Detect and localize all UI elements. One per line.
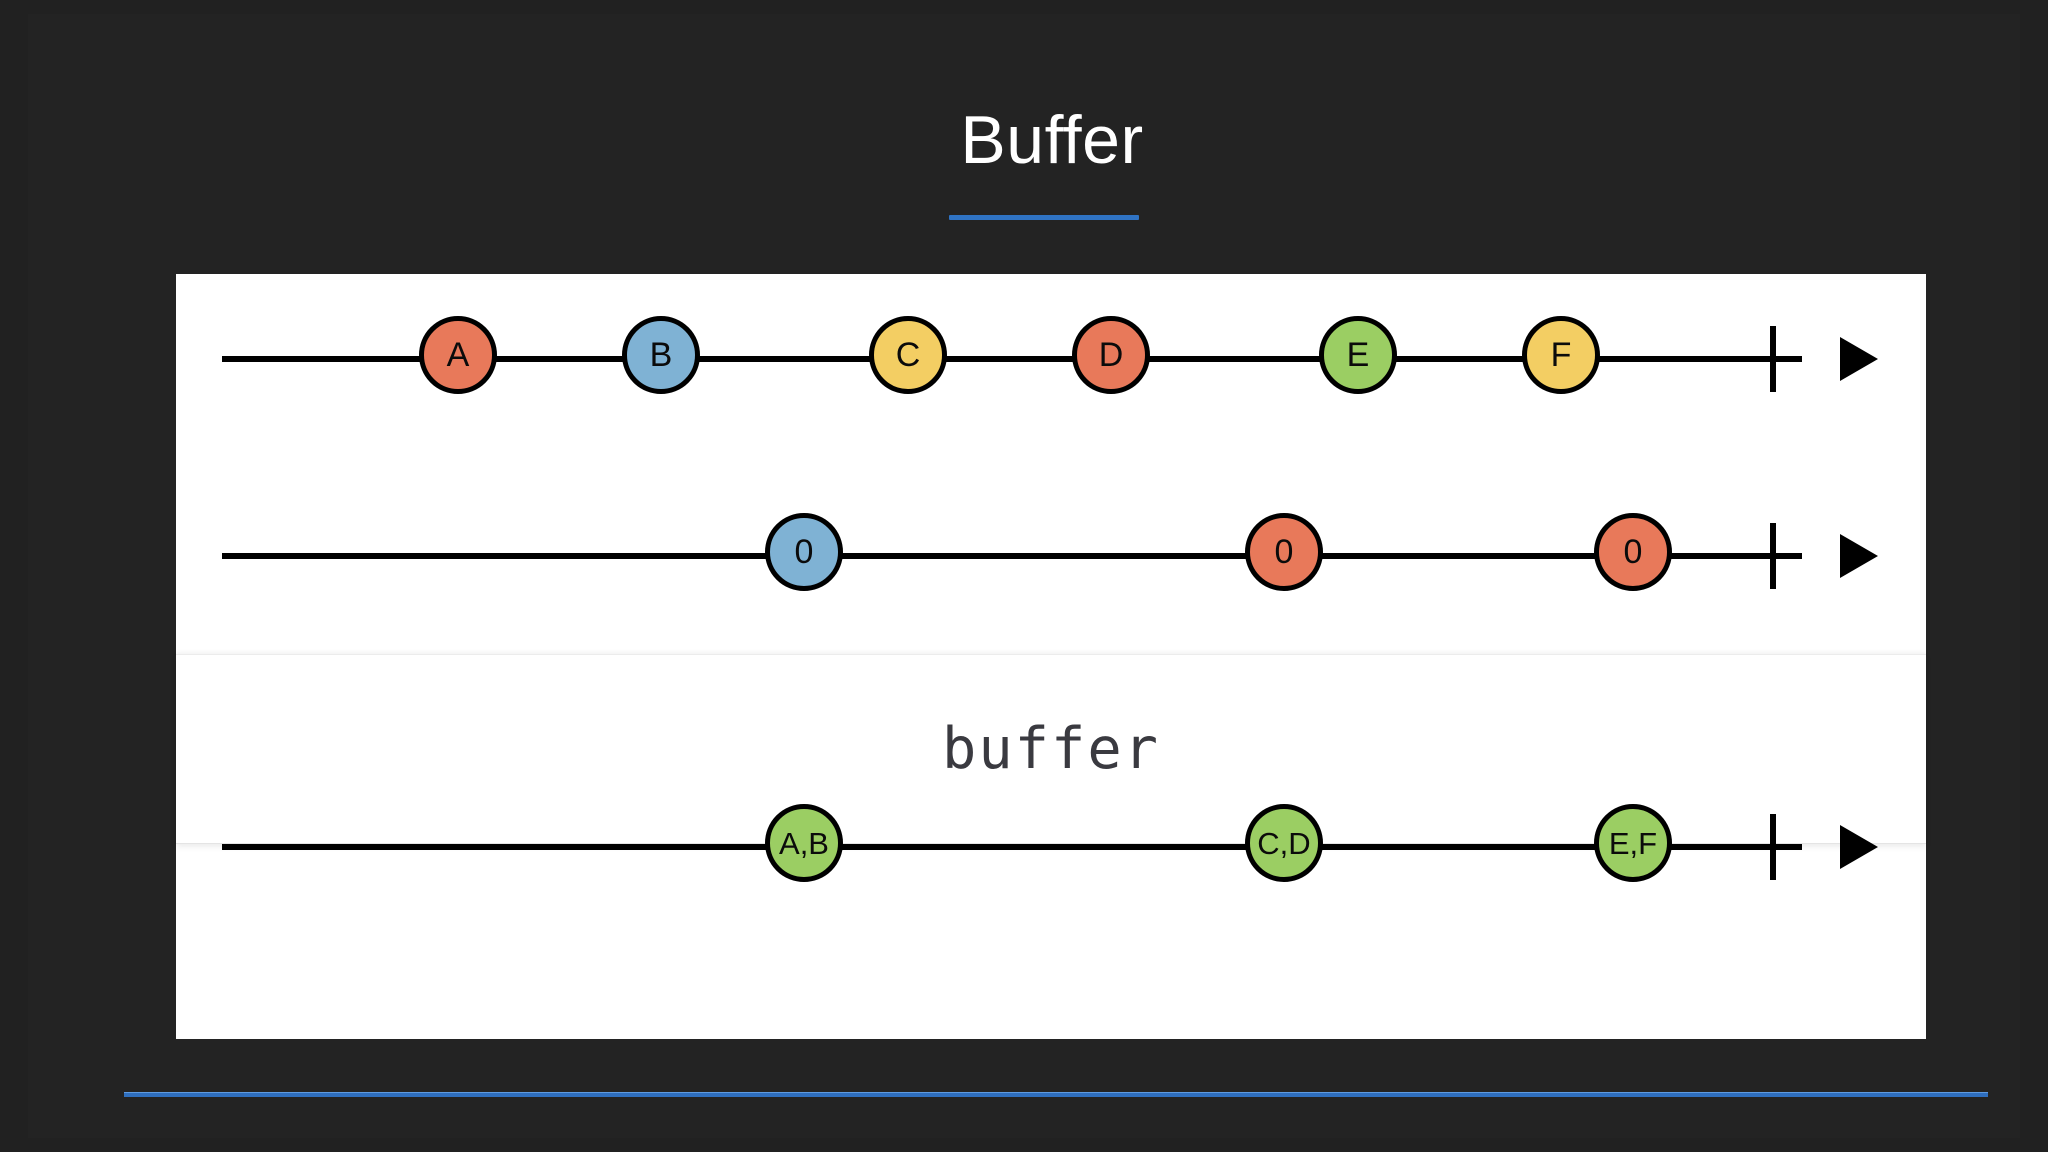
arrow-head-icon xyxy=(1840,825,1878,869)
marble-label: D xyxy=(1098,336,1124,374)
marble-output-cd[interactable]: C,D xyxy=(1245,804,1323,882)
marble-output-ab[interactable]: A,B xyxy=(765,804,843,882)
timeline-axis-line xyxy=(222,553,1802,559)
footer-rule xyxy=(124,1092,1988,1097)
marble-a[interactable]: A xyxy=(419,316,497,394)
marble-diagram-panel: A B C D E F 0 0 0 xyxy=(176,274,1926,1039)
marble-label: E xyxy=(1346,336,1370,374)
timeline-axis-line xyxy=(222,844,1802,850)
arrow-head-icon xyxy=(1840,534,1878,578)
marble-label: C xyxy=(895,336,921,374)
operator-label: buffer xyxy=(942,716,1160,782)
marble-label: 0 xyxy=(1623,533,1643,571)
completion-tick-icon xyxy=(1770,326,1776,392)
marble-label: B xyxy=(649,336,673,374)
timeline-track-output: A,B C,D E,F xyxy=(176,782,1926,912)
marble-boundary-1[interactable]: 0 xyxy=(765,513,843,591)
marble-e[interactable]: E xyxy=(1319,316,1397,394)
timeline-output: A,B C,D E,F xyxy=(176,782,1926,912)
marble-label: E,F xyxy=(1608,825,1658,861)
completion-tick-icon xyxy=(1770,814,1776,880)
arrow-head-icon xyxy=(1840,337,1878,381)
marble-f[interactable]: F xyxy=(1522,316,1600,394)
marble-c[interactable]: C xyxy=(869,316,947,394)
slide-surface: Buffer A B C D E F xyxy=(28,14,2020,1138)
timeline-source: A B C D E F xyxy=(176,294,1926,424)
timeline-boundaries: 0 0 0 xyxy=(176,491,1926,621)
timeline-axis-line xyxy=(222,356,1802,362)
marble-output-ef[interactable]: E,F xyxy=(1594,804,1672,882)
marble-label: 0 xyxy=(1274,533,1294,571)
marble-b[interactable]: B xyxy=(622,316,700,394)
title-underline-rule xyxy=(949,215,1139,220)
marble-label: F xyxy=(1550,336,1572,374)
marble-d[interactable]: D xyxy=(1072,316,1150,394)
timeline-track-boundaries: 0 0 0 xyxy=(176,491,1926,621)
marble-label: C,D xyxy=(1257,825,1311,861)
marble-boundary-2[interactable]: 0 xyxy=(1245,513,1323,591)
marble-label: 0 xyxy=(794,533,814,571)
marble-label: A xyxy=(446,336,470,374)
marble-boundary-3[interactable]: 0 xyxy=(1594,513,1672,591)
marble-label: A,B xyxy=(779,825,829,861)
timeline-track-source: A B C D E F xyxy=(176,294,1926,424)
title-block: Buffer xyxy=(28,100,2048,180)
completion-tick-icon xyxy=(1770,523,1776,589)
page-title: Buffer xyxy=(960,102,1144,178)
